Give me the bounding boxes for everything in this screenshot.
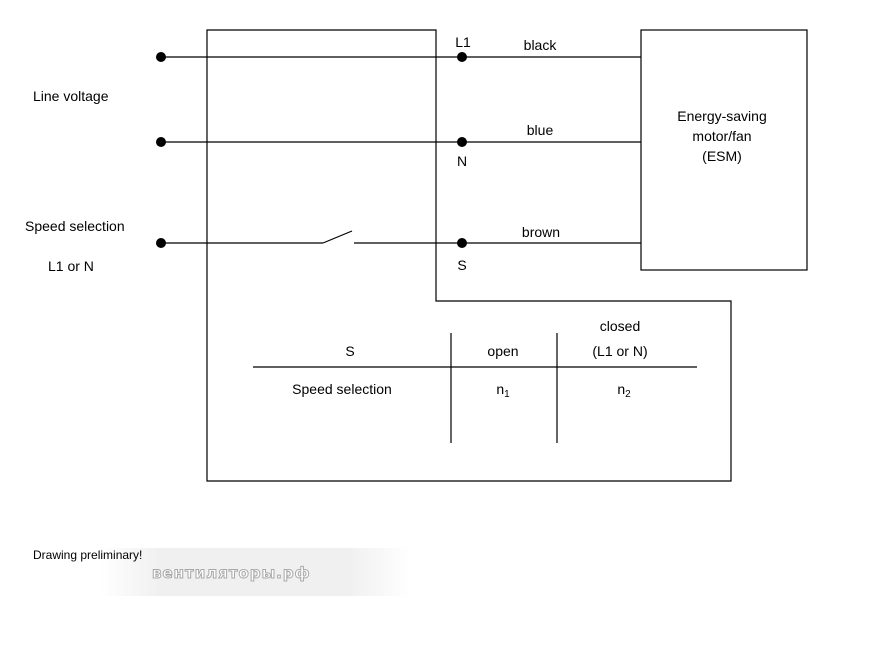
wire-brown-label: brown xyxy=(521,224,561,240)
line-voltage-dot-1 xyxy=(156,52,166,62)
table-col-open: open xyxy=(487,343,519,359)
wire-blue-label: blue xyxy=(526,122,554,138)
motor-label-line1: Energy-saving xyxy=(677,108,767,124)
speed-selection-label: Speed selection xyxy=(25,218,125,234)
motor-box xyxy=(640,29,808,271)
table-row-label: Speed selection xyxy=(292,381,392,397)
table-cell-n2: n2 xyxy=(617,381,630,400)
footer-note: Drawing preliminary! xyxy=(33,548,143,562)
switch-blade xyxy=(322,230,353,244)
line-voltage-label: Line voltage xyxy=(33,88,109,104)
speed-selection-dot xyxy=(156,238,166,248)
wire-black-label: black xyxy=(523,37,557,53)
controller-outline xyxy=(206,29,732,482)
watermark-band xyxy=(100,548,410,596)
n2-base: n xyxy=(617,381,626,397)
terminal-l1-dot xyxy=(457,52,467,62)
motor-label-line2: motor/fan xyxy=(692,128,752,144)
watermark-text: вентиляторы.рф xyxy=(151,564,311,583)
line-voltage-dot-2 xyxy=(156,137,166,147)
table-col-closed-sub: (L1 or N) xyxy=(592,343,648,359)
terminal-s-dot xyxy=(457,238,467,248)
n1-subscript: 1 xyxy=(504,389,510,400)
terminal-n-dot xyxy=(457,137,467,147)
table-cell-n1: n1 xyxy=(496,381,509,400)
table-col-closed: closed xyxy=(599,318,641,334)
n1-base: n xyxy=(496,381,505,397)
table-col-s: S xyxy=(345,343,355,359)
terminal-l1-label: L1 xyxy=(455,34,471,50)
speed-selection-sublabel: L1 or N xyxy=(48,258,94,274)
terminal-s-label: S xyxy=(457,257,467,273)
motor-label-line3: (ESM) xyxy=(702,148,742,164)
n2-subscript: 2 xyxy=(625,389,631,400)
terminal-n-label: N xyxy=(456,153,468,169)
